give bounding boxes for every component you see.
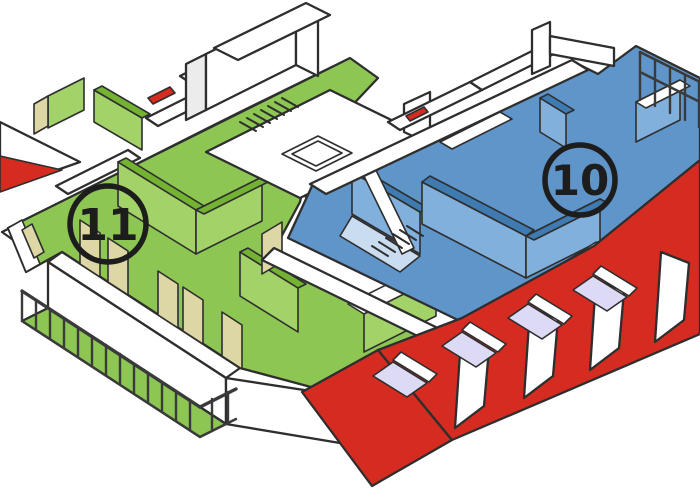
core-wall [184,52,208,122]
back-room-wall-top [93,85,151,119]
stair-core [184,1,432,200]
dormer [572,250,691,344]
unit-11-circle [67,183,149,265]
unit-10-label: 10 [551,156,609,205]
roof-sliver-left [0,155,63,193]
tan-panel [33,95,49,135]
unit-10-circle [542,142,618,218]
tan-door [79,219,101,278]
roof-sliver [147,86,176,105]
back-parapet-band [308,58,590,196]
stair-hatching [239,97,299,132]
stair-hatching-blue [371,225,424,257]
tan-door [107,237,129,296]
dormer-wall-band [461,321,507,353]
end-wall [7,219,41,273]
roof [300,158,700,488]
dormer-floor [441,331,497,368]
dormer-wall-band [392,351,438,383]
core-beam [212,1,332,62]
tan-door [182,286,204,345]
dormer-floor [372,361,428,398]
interior-wall-top [421,175,535,237]
tan-door [21,223,45,259]
tan-door [157,270,179,329]
dormer-floor [572,275,628,312]
chimney [530,20,552,76]
stair-opening-inner [291,140,343,167]
unit-11-label: 11 [77,200,138,251]
interior-wall-top [539,93,575,115]
roof-sliver [405,106,429,122]
chimney-beam [548,34,616,68]
unit-10-zone [286,44,700,324]
dormer-gable-wall [653,250,691,344]
dormer-wall-band [527,293,573,325]
dormer-floor [507,303,563,340]
unit-10-label-group: 10 [542,142,618,218]
tan-door [221,311,243,370]
balcony-railing [20,289,238,439]
balcony-railing-right [638,50,700,129]
stair-opening-frame [281,135,353,172]
unit-11-label-group: 11 [67,183,149,265]
dormer-wall-band [592,265,638,297]
back-right [308,20,700,196]
wall-band [635,79,691,109]
